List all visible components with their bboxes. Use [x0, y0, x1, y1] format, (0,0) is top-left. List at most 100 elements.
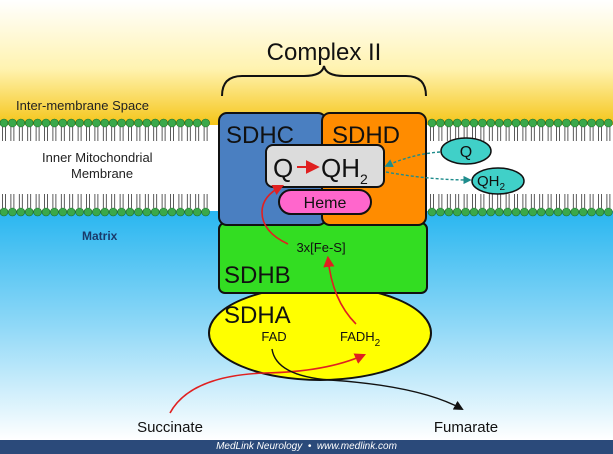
lipid-head: [100, 207, 110, 217]
qh2-release-arrow: [385, 171, 472, 185]
lipid-tail: [153, 127, 158, 141]
lipid-head: [536, 207, 546, 217]
lipid-bilayer: [0, 118, 613, 217]
lipid-tail: [161, 127, 166, 141]
lipid-tail: [60, 127, 65, 141]
lipid-head: [192, 207, 202, 217]
lipid-head: [108, 118, 118, 128]
lipid-head: [469, 207, 479, 217]
lipid-tail: [69, 127, 74, 141]
lipid-head: [553, 207, 563, 217]
lipid-head: [444, 118, 454, 128]
lipid-tail: [186, 127, 191, 141]
intermembrane-space-region: [0, 0, 613, 125]
quinone-site-box: [265, 144, 385, 188]
lipid-tail: [111, 127, 116, 141]
succinate-label: Succinate: [137, 419, 203, 436]
quinol-qh-subscript: 2: [360, 171, 368, 187]
quinone-pool-qh2-label: QH2: [477, 173, 506, 193]
lipid-tail: [178, 194, 183, 208]
lipid-tail: [530, 194, 535, 208]
lipid-tail: [438, 194, 443, 208]
lipid-tail: [77, 127, 82, 141]
fadh-base: FADH: [340, 329, 375, 344]
lipid-head: [427, 118, 437, 128]
lipid-tail: [497, 127, 502, 141]
lipid-head: [486, 118, 496, 128]
lipid-head: [83, 118, 93, 128]
lipid-tail: [522, 127, 527, 141]
lipid-head: [117, 207, 126, 217]
lipid-head: [494, 207, 504, 217]
lipid-head: [142, 207, 152, 217]
lipid-head: [16, 207, 26, 217]
lipid-tail: [514, 194, 518, 208]
inner-membrane-label-line1: Inner Mitochondrial: [42, 150, 153, 165]
lipid-tail: [18, 194, 23, 208]
lipid-tail: [488, 127, 493, 141]
lipid-tail: [170, 127, 174, 141]
lipid-head: [8, 118, 17, 128]
lipid-head: [595, 118, 605, 128]
lipid-head: [578, 118, 588, 128]
lipid-tail: [144, 194, 149, 208]
pool-qh-subscript: 2: [499, 182, 505, 193]
lipid-tail: [480, 194, 485, 208]
lipid-head: [503, 207, 512, 217]
lipid-head: [536, 118, 546, 128]
lipid-head: [486, 207, 496, 217]
fes-to-quinone-arrow: [261, 184, 289, 245]
lipid-tail: [69, 194, 74, 208]
lipid-tail: [547, 127, 552, 141]
lipid-tail: [539, 194, 544, 208]
lipid-tail: [488, 194, 493, 208]
lipid-tail: [35, 194, 40, 208]
fad-to-fumarate-arrow: [271, 348, 464, 410]
lipid-tail: [2, 127, 6, 141]
q-uptake-arrow: [384, 151, 441, 167]
lipid-head: [100, 118, 110, 128]
lipid-tail: [161, 194, 166, 208]
lipid-tail: [27, 194, 32, 208]
lipid-tail: [94, 127, 99, 141]
lipid-tail: [10, 127, 15, 141]
lipid-tail: [505, 194, 510, 208]
lipid-head: [587, 118, 596, 128]
lipid-head: [503, 118, 512, 128]
lipid-head: [33, 118, 42, 128]
lipid-tail: [455, 194, 460, 208]
lipid-tail: [505, 127, 510, 141]
lipid-tail: [111, 194, 116, 208]
lipid-head: [562, 118, 571, 128]
lipid-head: [150, 207, 160, 217]
lipid-head: [16, 118, 26, 128]
lipid-head: [427, 207, 437, 217]
fadh2-label: FADH2: [340, 329, 381, 349]
lipid-head: [24, 118, 34, 128]
heme-group: [278, 189, 372, 215]
lipid-head: [142, 118, 152, 128]
lipid-tail: [572, 194, 577, 208]
lipid-tail: [195, 194, 200, 208]
lipid-tail: [564, 127, 569, 141]
lipid-head: [66, 118, 76, 128]
quinone-pool-q-label: Q: [460, 144, 472, 161]
footer-url[interactable]: www.medlink.com: [316, 441, 397, 452]
lipid-head: [511, 118, 521, 128]
lipid-tail: [514, 127, 518, 141]
lipid-head: [436, 207, 445, 217]
lipid-head: [545, 118, 554, 128]
quinol-qh-base: QH: [321, 153, 360, 183]
lipid-tail: [94, 194, 99, 208]
lipid-head: [562, 207, 571, 217]
lipid-head: [75, 207, 84, 217]
lipid-tail: [44, 194, 48, 208]
quinone-pool-qh2: [471, 167, 525, 195]
lipid-tail: [203, 127, 208, 141]
sdha-subunit: [208, 285, 432, 381]
lipid-head: [604, 118, 613, 128]
lipid-tail: [430, 127, 434, 141]
quinol-qh2-label: QH2: [321, 153, 368, 187]
lipid-tail: [438, 127, 443, 141]
